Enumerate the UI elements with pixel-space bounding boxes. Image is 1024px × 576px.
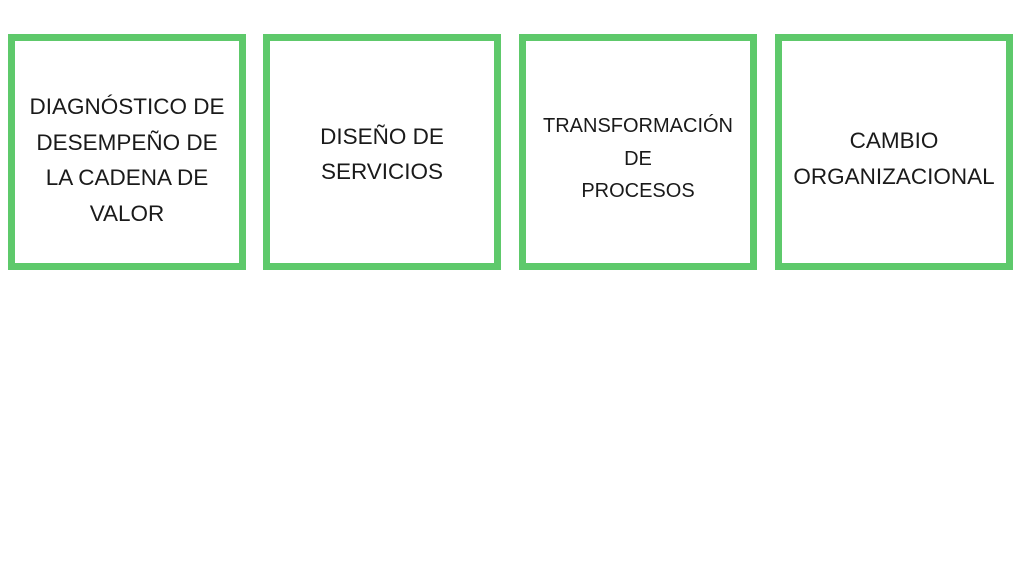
box-label-line: DISEÑO DE — [320, 124, 444, 149]
box-label-line: PROCESOS — [581, 180, 695, 202]
box-label-line: SERVICIOS — [320, 159, 444, 184]
box-label-line: TRANSFORMACIÓN — [543, 115, 733, 137]
box-label-line: LA CADENA DE — [45, 165, 209, 190]
box-diagnostico-desempeno: DIAGNÓSTICO DE DESEMPEÑO DE LA CADENA DE… — [8, 34, 246, 270]
box-diseno-servicios: DISEÑO DE SERVICIOS — [263, 34, 501, 270]
box-label-line: DE — [624, 147, 652, 170]
box-label: TRANSFORMACIÓN DE PROCESOS — [543, 110, 733, 208]
box-label: DISEÑO DE SERVICIOS — [320, 119, 444, 189]
box-label-line: DESEMPEÑO DE — [36, 129, 218, 155]
box-label: CAMBIO ORGANIZACIONAL — [793, 123, 994, 194]
box-cambio-organizacional: CAMBIO ORGANIZACIONAL — [775, 34, 1013, 270]
box-label-line: VALOR — [89, 200, 165, 226]
box-label: DIAGNÓSTICO DE DESEMPEÑO DE LA CADENA DE… — [29, 89, 224, 231]
box-transformacion-procesos: TRANSFORMACIÓN DE PROCESOS — [519, 34, 757, 270]
box-label-line: CAMBIO — [849, 128, 939, 153]
box-label-line: ORGANIZACIONAL — [793, 163, 995, 189]
box-label-line: DIAGNÓSTICO DE — [29, 94, 225, 119]
